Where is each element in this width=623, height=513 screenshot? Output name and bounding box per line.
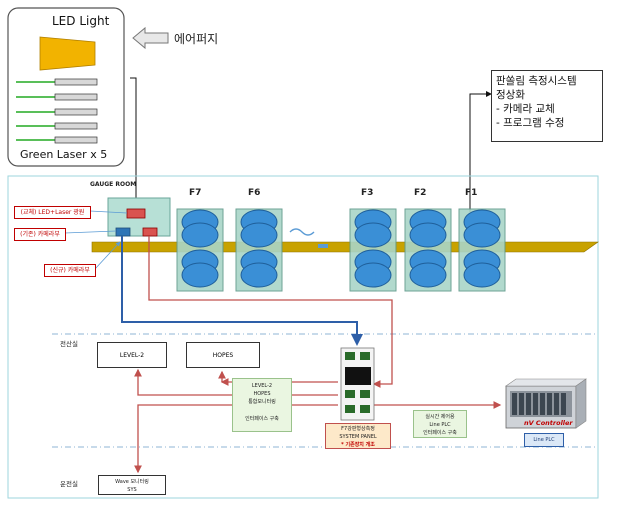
tag-replace-light: (교체) LED+Laser 광원 [14, 206, 91, 219]
existing-camera-unit [115, 227, 131, 237]
stand-label-f1: F1 [465, 188, 478, 198]
camera-to-panel-line [121, 236, 363, 346]
upgrade-note-title-2: 정상화 [496, 89, 525, 101]
stand-f3 [349, 208, 397, 292]
integration-line-2: HOPES [253, 391, 271, 397]
air-purge-label: 에어퍼지 [174, 32, 219, 46]
stand-label-f2: F2 [414, 188, 427, 198]
led-laser-unit [126, 208, 146, 219]
panel-caption: F7강판형상측정 SYSTEM PANEL * 기존장치 개조 [325, 423, 391, 449]
integration-line-1: LEVEL-2 [251, 383, 273, 389]
green-laser-label: Green Laser x 5 [20, 148, 108, 161]
led-light-label: LED Light [52, 14, 110, 28]
system-panel-device [340, 347, 375, 421]
zone-label-operation-room: 운전실 [60, 480, 78, 488]
stand-f2 [404, 208, 452, 292]
stand-f7 [176, 208, 224, 292]
strip-rail [91, 241, 599, 253]
led-light-shape [39, 36, 96, 71]
plc-note-line-2: Line PLC [429, 422, 451, 428]
green-laser-group [16, 78, 98, 144]
zone-label-computer-room: 전산실 [60, 340, 78, 348]
plc-note-line-3: 인터페이스 구축 [423, 430, 457, 436]
upgrade-note-item-2: - 프로그램 수정 [496, 117, 565, 129]
line-plc-box: Line PLC [524, 433, 564, 447]
tag-existing-camera: (기존) 카메라부 [14, 228, 66, 241]
new-camera-unit [142, 227, 158, 237]
new-camera-to-panel-line [148, 236, 393, 388]
integration-box: LEVEL-2 HOPES 통합모니터링 인터페이스 구축 [232, 378, 292, 432]
panel-caption-line-2: SYSTEM PANEL [339, 434, 377, 440]
f1-to-note-line [469, 91, 492, 212]
stand-f6 [235, 208, 283, 292]
wave-monitoring-box: Wave 모니터링 SYS [98, 475, 166, 495]
stand-label-f6: F6 [248, 188, 261, 198]
wave-box-line-2: SYS [127, 487, 137, 493]
wave-box-line-1: Wave 모니터링 [115, 479, 149, 485]
gauge-room-label: GAUGE ROOM [90, 181, 137, 188]
air-purge-arrow [132, 26, 169, 50]
stand-label-f7: F7 [189, 188, 202, 198]
panel-caption-line-3: * 기존장치 개조 [341, 442, 375, 448]
integration-line-4: 인터페이스 구축 [245, 416, 279, 422]
upgrade-note-title-1: 판쏠림 측정시스템 [496, 75, 577, 87]
panel-caption-line-1: F7강판형상측정 [341, 426, 375, 432]
level2-box: LEVEL-2 [97, 342, 167, 368]
nv-controller-label: nV Controller [524, 419, 573, 427]
stand-label-f3: F3 [361, 188, 374, 198]
device-to-gauge-line [130, 77, 139, 204]
plant-frame [7, 175, 599, 499]
plc-note-line-1: 실시간 제어용 [425, 414, 455, 420]
plc-interface-note: 실시간 제어용 Line PLC 인터페이스 구축 [413, 410, 467, 438]
stand-f1 [458, 208, 506, 292]
integration-line-3: 통합모니터링 [248, 399, 276, 405]
upgrade-note-item-1: - 카메라 교체 [496, 103, 555, 115]
tag-new-camera: (신규) 카메라부 [44, 264, 96, 277]
upgrade-note-box: 판쏠림 측정시스템 정상화 - 카메라 교체 - 프로그램 수정 [491, 70, 603, 142]
hopes-box: HOPES [186, 342, 260, 368]
nv-controller-device [505, 378, 587, 429]
